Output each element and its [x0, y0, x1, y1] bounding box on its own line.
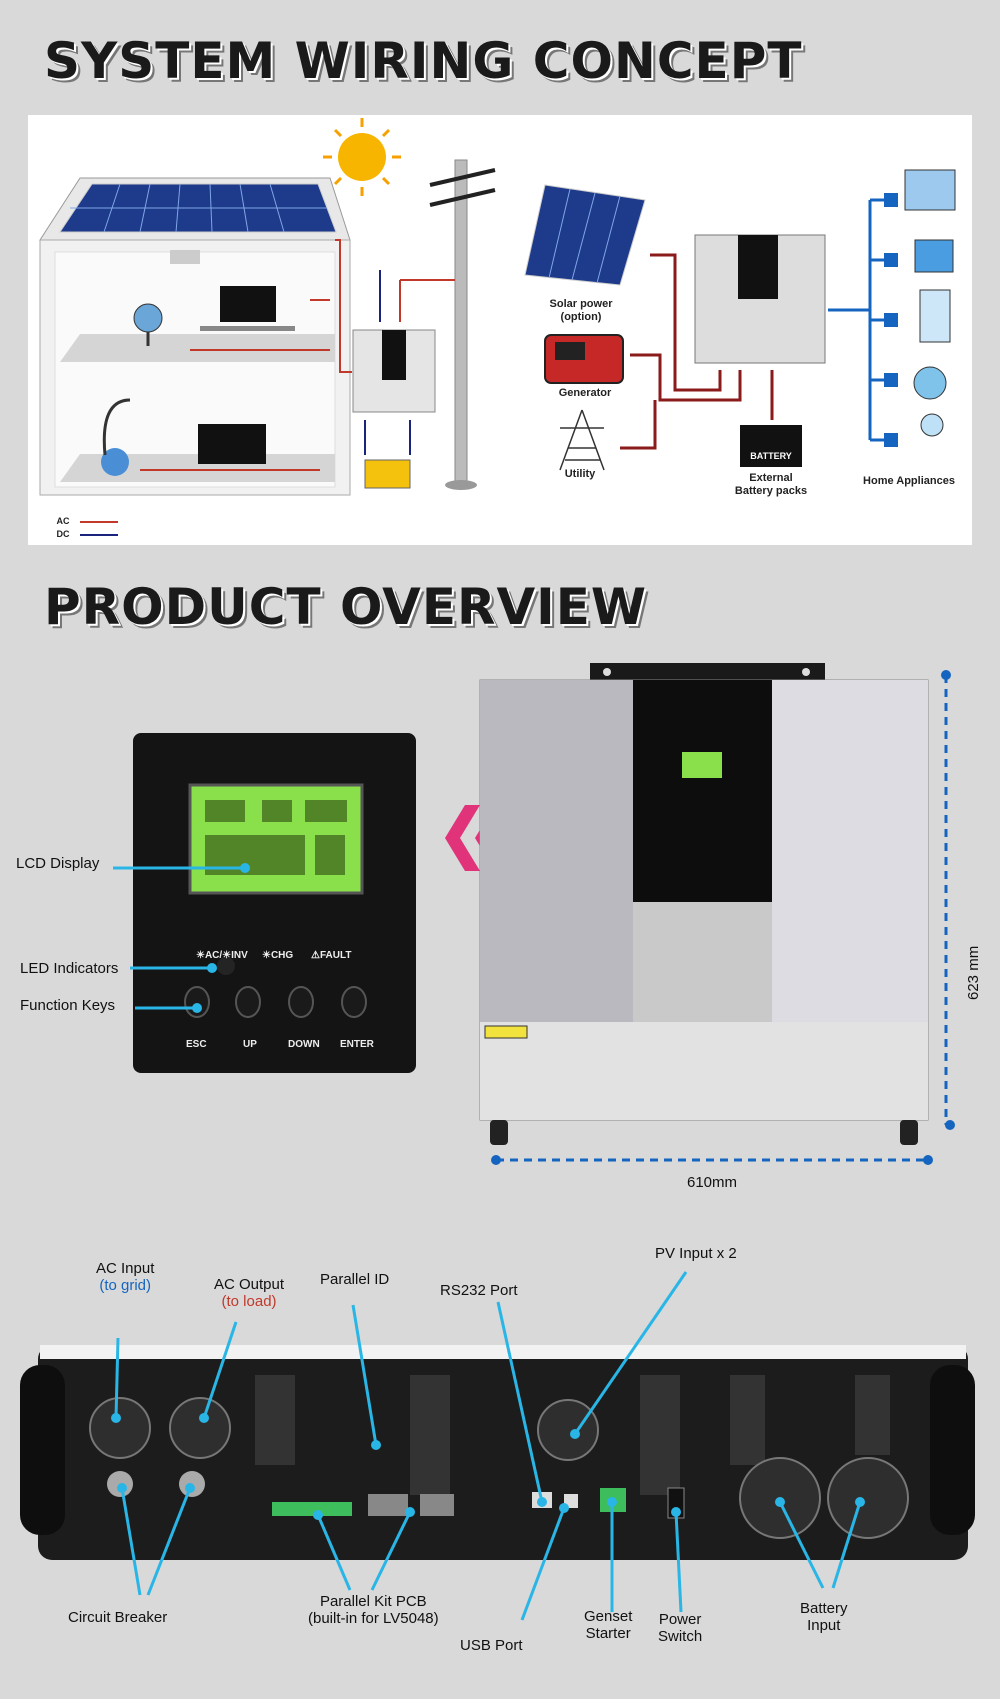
to-load-text: (to load)	[221, 1293, 277, 1310]
external-battery-label: External Battery packs	[725, 472, 817, 498]
height-dimension: 623 mm	[965, 945, 982, 1000]
width-dimension: 610mm	[687, 1174, 738, 1191]
ac-output-label: AC Output (to load)	[214, 1276, 284, 1310]
switch-text: Switch	[658, 1628, 703, 1645]
esc-key[interactable]: ESC	[186, 1039, 207, 1050]
input-text: Input	[807, 1617, 841, 1634]
solar-option-text: (option)	[560, 311, 602, 323]
led-fault: ⚠FAULT	[311, 950, 352, 961]
solar-power-label: Solar power (option)	[540, 298, 622, 324]
parallel-kit-text: Parallel Kit PCB	[319, 1593, 427, 1610]
down-key[interactable]: DOWN	[288, 1039, 320, 1050]
enter-key[interactable]: ENTER	[340, 1039, 374, 1050]
ac-input-text: AC Input	[96, 1260, 155, 1277]
power-text: Power	[658, 1611, 702, 1628]
home-appliances-label: Home Appliances	[863, 475, 955, 487]
external-text: External	[749, 472, 793, 484]
led-indicators-label: LED Indicators	[20, 960, 119, 977]
utility-tower	[559, 409, 605, 471]
up-key[interactable]: UP	[243, 1039, 257, 1050]
battery-label: BATTERY	[750, 451, 792, 461]
power-switch-label: Power Switch	[658, 1611, 702, 1645]
utility-pole	[429, 159, 496, 490]
legend-dc: DC	[56, 529, 70, 539]
rs232-label: RS232 Port	[440, 1282, 518, 1299]
house-inverter	[352, 270, 455, 489]
function-keys-label: Function Keys	[20, 997, 116, 1014]
battery-icon	[740, 425, 802, 467]
battery-text: Battery	[800, 1600, 848, 1617]
usb-port-label: USB Port	[460, 1637, 523, 1654]
solar-power-text: Solar power	[549, 298, 613, 310]
parallel-id-label: Parallel ID	[320, 1271, 390, 1288]
parallel-kit-label: Parallel Kit PCB (built-in for LV5048)	[308, 1593, 439, 1627]
circuit-breaker-label: Circuit Breaker	[68, 1609, 168, 1626]
generator-label: Generator	[558, 387, 612, 399]
pv-input-label: PV Input x 2	[655, 1245, 737, 1262]
ac-input-label: AC Input (to grid)	[96, 1260, 154, 1294]
led-chg: ☀CHG	[262, 950, 294, 961]
wiring-heading: SYSTEM WIRING CONCEPT	[44, 32, 803, 90]
overview-heading: PRODUCT OVERVIEW	[44, 578, 648, 636]
genset-starter-label: Genset Starter	[584, 1608, 632, 1642]
appliance-icons	[904, 169, 956, 437]
main-inverter-diagram	[694, 234, 826, 364]
genset-text: Genset	[584, 1608, 633, 1625]
house-illustration	[39, 177, 352, 496]
utility-label: Utility	[564, 468, 596, 480]
lcd-display-label: LCD Display	[16, 855, 100, 872]
ac-output-text: AC Output	[214, 1276, 285, 1293]
parallel-kit-note: (built-in for LV5048)	[308, 1610, 439, 1627]
inverter-front	[479, 663, 929, 1145]
generator-illustration	[544, 334, 624, 384]
legend-ac: AC	[56, 516, 70, 526]
to-grid-text: (to grid)	[99, 1277, 152, 1294]
led-ac-inv: ☀AC/☀INV	[196, 950, 248, 961]
battery-input-label: Battery Input	[800, 1600, 848, 1634]
starter-text: Starter	[585, 1625, 631, 1642]
inverter-rear	[20, 1345, 975, 1560]
sun-illustration	[323, 118, 401, 196]
battery-packs-text: Battery packs	[734, 485, 808, 497]
solar-panel-small	[524, 184, 646, 286]
control-panel	[133, 733, 416, 1073]
